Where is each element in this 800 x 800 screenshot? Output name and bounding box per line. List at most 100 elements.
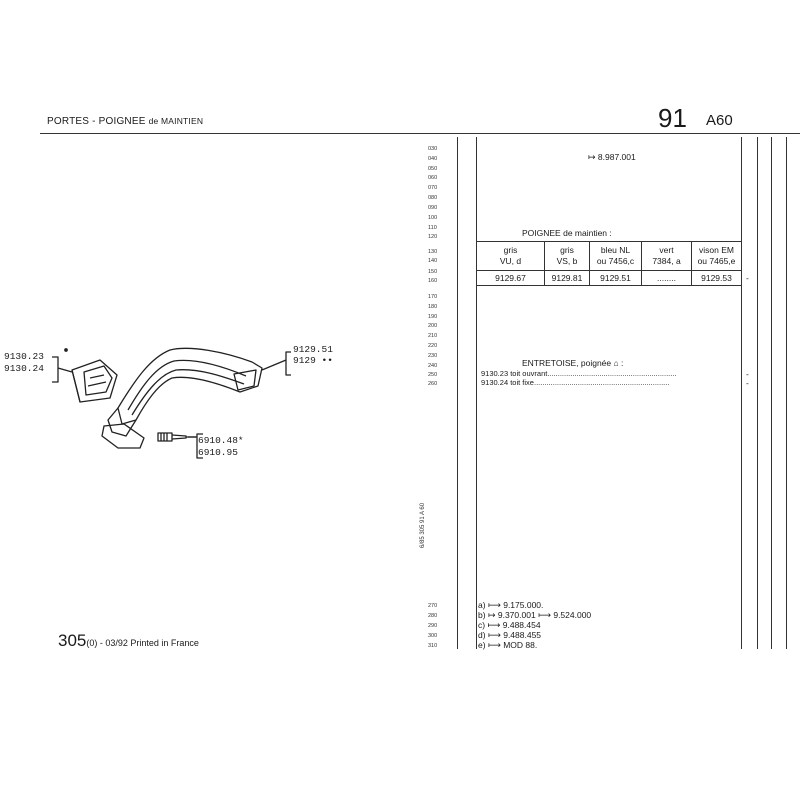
- callout-9129-51: 9129.51: [293, 344, 333, 355]
- vertical-code: 6/85 305 91 A 60: [420, 502, 426, 548]
- callout-6910-95: 6910.95: [198, 447, 238, 458]
- page-title: PORTES - POIGNEE de MAINTIEN: [47, 116, 203, 127]
- entretoise-label: toit ouvrant: [510, 369, 548, 378]
- row-code: 150: [428, 269, 438, 275]
- row-code: 060: [428, 175, 438, 181]
- row-code: 130: [428, 249, 438, 255]
- row-code: 230: [428, 353, 438, 359]
- col-line-codes: [457, 137, 458, 649]
- row-code: 190: [428, 314, 438, 320]
- row-code: 080: [428, 195, 438, 201]
- table-title: POIGNEE de maintien :: [522, 228, 612, 238]
- col-line-c: [786, 137, 787, 649]
- arrow-icon: ⟼: [538, 611, 551, 621]
- table-ref-2: 9129.51: [600, 273, 631, 283]
- table-marker: -: [746, 273, 749, 283]
- row-code: 090: [428, 205, 438, 211]
- row-code: 160: [428, 278, 438, 284]
- col-line-qty: [741, 137, 742, 649]
- grab-handle: [107, 347, 263, 437]
- row-code: 300: [428, 633, 438, 639]
- row-code: 110: [428, 225, 437, 231]
- entretoise-ref: 9130.24: [481, 378, 509, 387]
- entretoise-line-1: 9130.24 toit fixe.......................…: [481, 378, 669, 387]
- row-code: 310: [428, 643, 438, 649]
- top-ref: 8.987.001: [597, 152, 636, 162]
- table-ref-1: 9129.81: [551, 273, 583, 283]
- top-ref-line: ↦ 8.987.001: [588, 152, 636, 163]
- row-code: 200: [428, 323, 438, 329]
- table-bottom-rule: [476, 285, 742, 286]
- arrow-icon: ⟼: [487, 631, 501, 641]
- row-code: 030: [428, 146, 438, 152]
- table-ref-3: ........: [657, 273, 676, 283]
- entretoise-colon: :: [621, 358, 624, 368]
- leader-dots: ........................................…: [533, 378, 670, 387]
- row-code: 280: [428, 613, 438, 619]
- row-code: 290: [428, 623, 438, 629]
- row-code: 170: [428, 294, 438, 300]
- row-code: 140: [428, 258, 438, 264]
- arrow-icon: ⟼: [487, 641, 501, 651]
- entretoise-title: ENTRETOISE, poignée: [522, 358, 612, 368]
- roof-icon: ⌂: [613, 358, 619, 368]
- cover-cap: [101, 423, 145, 449]
- entretoise-marker-1: -: [746, 378, 749, 388]
- callout-9130-24: 9130.24: [4, 363, 44, 374]
- arrow-icon: ↦: [588, 153, 596, 163]
- footer: 305(0) - 03/92 Printed in France: [58, 631, 199, 651]
- title-sub: de MAINTIEN: [148, 116, 204, 126]
- table-sep-1: [544, 241, 545, 285]
- table-ref-4: 9129.53: [701, 273, 732, 283]
- entretoise-label: toit fixe: [510, 378, 534, 387]
- callout-9130-23: 9130.23: [4, 351, 44, 362]
- header-rule: [40, 133, 800, 134]
- leader-dots: ........................................…: [547, 369, 677, 378]
- table-sep-2: [589, 241, 590, 285]
- table-mid-rule: [476, 270, 742, 271]
- footer-print: - 03/92 Printed in France: [97, 638, 199, 648]
- table-ref-0: 9129.67: [495, 273, 526, 283]
- title-main: PORTES - POIGNEE: [47, 116, 146, 127]
- row-code: 180: [428, 304, 438, 310]
- entretoise-line-0: 9130.23 toit ouvrant....................…: [481, 369, 677, 378]
- footnote-b: b) ↦ 9.370.001 ⟼ 9.524.000: [478, 610, 592, 621]
- row-code: 120: [428, 234, 438, 240]
- table-sep-4: [691, 241, 692, 285]
- footer-variant: (0): [86, 638, 98, 648]
- row-code: 210: [428, 333, 438, 339]
- table-sep-3: [641, 241, 642, 285]
- col-line-a: [757, 137, 758, 649]
- row-code: 100: [428, 215, 438, 221]
- row-code: 270: [428, 603, 438, 609]
- col-line-b: [771, 137, 772, 649]
- row-code: 050: [428, 166, 438, 172]
- entretoise-ref: 9130.23: [481, 369, 509, 378]
- callout-9129: 9129 ••: [293, 355, 333, 366]
- row-code: 240: [428, 363, 438, 369]
- row-code: 220: [428, 343, 438, 349]
- group-number: 91: [658, 103, 687, 133]
- footnote-e: e) ⟼ MOD 88.: [478, 640, 538, 651]
- row-code: 260: [428, 381, 438, 387]
- row-code: 040: [428, 156, 438, 162]
- arrow-icon: ⟼: [487, 601, 501, 611]
- spacer-block: [71, 359, 118, 403]
- row-code: 250: [428, 372, 438, 378]
- handle-diagram: [52, 347, 291, 459]
- table-top-rule: [476, 241, 742, 242]
- col-line-refs: [476, 137, 477, 649]
- arrow-icon: ⟼: [487, 621, 501, 631]
- arrow-icon: ↦: [487, 611, 496, 621]
- row-code: 070: [428, 185, 438, 191]
- callout-6910-48: 6910.48*: [198, 435, 244, 446]
- footnote-c: c) ⟼ 9.488.454: [478, 620, 541, 631]
- footer-model: 305: [58, 631, 87, 650]
- entretoise-marker-0: -: [746, 369, 749, 379]
- entretoise-title-line: ENTRETOISE, poignée ⌂ :: [522, 358, 623, 368]
